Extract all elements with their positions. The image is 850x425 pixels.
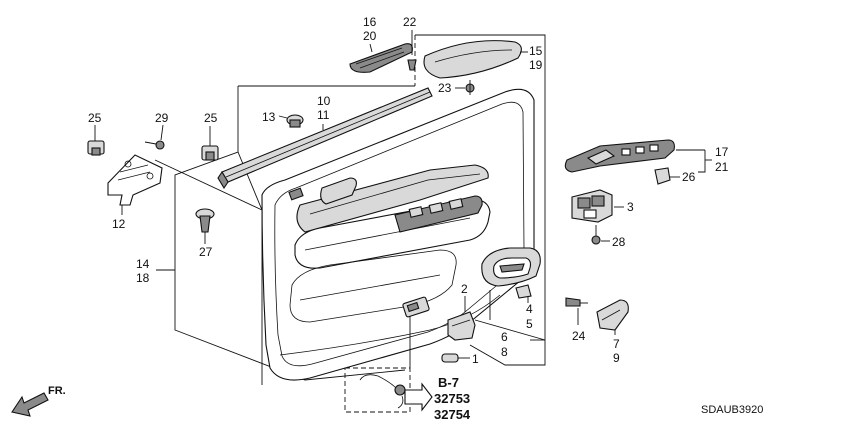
door-lining-panel [261,88,535,381]
part-17-21-switch-panel [564,139,675,173]
part-10-11-weatherstrip [217,87,433,190]
part-23-clip [455,80,475,95]
callout-15: 15 [529,44,543,58]
callout-6: 6 [501,330,508,344]
part-16-20-garnish [349,43,413,73]
callout-22: 22 [403,15,417,29]
callout-12: 12 [112,217,126,231]
part-1-bulb [441,353,470,363]
reference-section: B-7 [438,375,459,390]
callout-27: 27 [199,245,213,259]
callout-4: 4 [526,302,533,316]
front-direction-arrow [11,392,49,417]
part-7-9-cover [596,299,629,335]
part-25-clip-middle [201,126,219,161]
callout-5: 5 [526,317,533,331]
callout-8: 8 [501,345,508,359]
drawing-code: SDAUB3920 [701,404,763,416]
callout-10: 10 [317,94,331,108]
reference-code-1: 32753 [434,391,470,406]
reference-arrow [404,382,433,412]
front-marker-label: FR. [48,385,66,397]
callout-7: 7 [613,337,620,351]
part-6-8-inside-handle [481,247,541,287]
part-13-clip [278,114,304,128]
callout-17: 17 [715,145,729,159]
part-4-5-cap [515,284,532,303]
callout-29: 29 [155,111,169,125]
part-29-screw [144,124,165,150]
callout-24: 24 [572,329,586,343]
callout-14: 14 [136,257,150,271]
reference-code-2: 32754 [434,407,471,422]
callout-23: 23 [438,81,452,95]
part-3-switch [571,189,624,223]
part-15-19-armrest-pad [423,40,522,79]
part-28-screw [591,225,610,245]
callout-16: 16 [363,15,377,29]
part-27-push-clip [195,208,215,244]
part-lock-lever [402,296,430,318]
courtesy-light-harness [344,316,411,413]
callout-13: 13 [262,110,276,124]
callout-18: 18 [136,271,150,285]
callout-2: 2 [461,282,468,296]
part-25-clip-left [87,125,105,156]
part-24-screw [565,297,588,325]
part-22-screw [407,30,417,71]
callout-11: 11 [317,108,330,122]
callout-20: 20 [363,29,377,43]
part-12-bracket [107,154,163,215]
callout-25-middle: 25 [204,111,218,125]
callout-9: 9 [613,351,620,365]
callout-26: 26 [682,170,696,184]
callout-25-left: 25 [88,111,102,125]
part-2-bracket [447,296,476,341]
callout-19: 19 [529,58,543,72]
callout-1: 1 [472,352,479,366]
callout-28: 28 [612,235,626,249]
callout-21: 21 [715,160,729,174]
callout-3: 3 [627,200,634,214]
part-26-clip [654,167,680,185]
